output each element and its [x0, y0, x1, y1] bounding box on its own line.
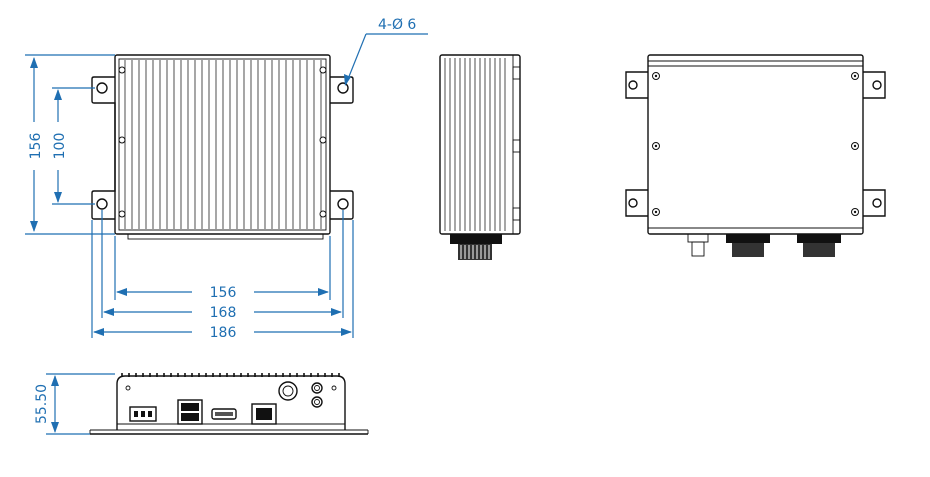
back-hole-top-left: [628, 80, 638, 90]
power-button-inner: [282, 385, 294, 397]
hole-top-left: [96, 82, 108, 94]
power-pin-3: [148, 411, 152, 417]
back-hole-top-right: [872, 80, 882, 90]
back-screw-center: [654, 144, 658, 148]
top-view-fins: [124, 60, 322, 229]
top-screw: [319, 136, 327, 144]
side-view-fins: [444, 58, 506, 231]
side-view: [439, 54, 521, 260]
side-view-tab-mid: [512, 139, 521, 153]
back-view-antenna: [691, 241, 705, 257]
hole-callout: 4-Ø 6: [378, 17, 416, 33]
top-screw: [118, 66, 126, 74]
top-view-connectors: [127, 233, 324, 240]
dim-width-holes: 168: [210, 305, 237, 321]
back-hole-bottom-right: [872, 198, 882, 208]
dim-w156-arrow-left: [116, 288, 127, 296]
back-hole-bottom-left: [628, 198, 638, 208]
top-screw: [319, 210, 327, 218]
dim-front-height: 55.50: [34, 384, 50, 424]
dim-156-arrow-top: [30, 57, 38, 68]
dim-100-arrow-top: [54, 89, 62, 100]
callout-arrow: [344, 74, 351, 86]
back-view-connector-1: [732, 243, 764, 257]
led-1-inner: [314, 385, 320, 391]
front-view-body: [116, 375, 346, 430]
top-view: [91, 54, 354, 240]
dim-width-body: 156: [210, 285, 237, 301]
hdmi-port-inner: [215, 412, 233, 416]
power-pin-1: [134, 411, 138, 417]
back-view-connector-1-nut: [726, 234, 770, 243]
dim-100-arrow-bottom: [54, 192, 62, 203]
ethernet-port: [251, 403, 277, 425]
back-screw-center: [654, 210, 658, 214]
power-button: [278, 381, 298, 401]
dim-w156-arrow-right: [318, 288, 329, 296]
hdmi-port: [211, 408, 237, 420]
top-screw: [118, 136, 126, 144]
top-view-dimensions: 156 100 4-Ø 6 156 168: [25, 17, 428, 341]
side-view-connector-nut: [450, 234, 502, 244]
back-view: [625, 54, 886, 257]
side-view-tab-top: [512, 66, 521, 80]
usb-port-top: [181, 403, 199, 411]
dim-55-arrow-bottom: [51, 422, 59, 433]
back-screw-center: [853, 144, 857, 148]
back-view-antenna-base: [687, 233, 709, 243]
led-2-inner: [314, 399, 320, 405]
top-screw: [118, 210, 126, 218]
ethernet-port-inner: [256, 408, 272, 420]
led-1: [311, 382, 323, 394]
top-view-screws: [118, 66, 327, 218]
side-view-tab-bottom: [512, 207, 521, 221]
dim-height-holes: 100: [52, 133, 68, 160]
front-view: [89, 373, 369, 435]
back-screw-center: [654, 74, 658, 78]
hole-top-right: [337, 82, 349, 94]
top-view-body: [114, 54, 331, 235]
back-view-screws: [652, 72, 859, 216]
back-screw-center: [853, 210, 857, 214]
dim-156-arrow-bottom: [30, 221, 38, 232]
led-2: [311, 396, 323, 408]
back-view-connector-2: [803, 243, 835, 257]
top-screw: [319, 66, 327, 74]
front-screw-left: [125, 385, 131, 391]
side-view-connector-ribs: [460, 245, 490, 259]
power-connector: [129, 406, 157, 422]
back-view-body: [647, 54, 864, 235]
dim-w168-arrow-right: [331, 308, 342, 316]
back-screw-center: [853, 74, 857, 78]
back-view-flange: [625, 71, 886, 217]
power-pin-2: [141, 411, 145, 417]
front-view-fin-tops: [121, 373, 340, 377]
callout-leader: [345, 33, 367, 85]
usb-stack: [177, 399, 203, 425]
side-view-connector-body: [458, 244, 492, 260]
usb-port-bottom: [181, 413, 199, 421]
hole-bottom-left: [96, 198, 108, 210]
dim-w186-arrow-left: [93, 328, 104, 336]
hole-bottom-right: [337, 198, 349, 210]
dim-w186-arrow-right: [341, 328, 352, 336]
back-view-connector-2-nut: [797, 234, 841, 243]
front-screw-right: [331, 385, 337, 391]
dim-height-outer: 156: [28, 133, 44, 160]
front-view-dimensions: 55.50: [34, 373, 115, 435]
dim-width-overall: 186: [210, 325, 237, 341]
top-view-body-inner: [118, 58, 327, 231]
dim-w168-arrow-left: [103, 308, 114, 316]
dim-55-arrow-top: [51, 375, 59, 386]
